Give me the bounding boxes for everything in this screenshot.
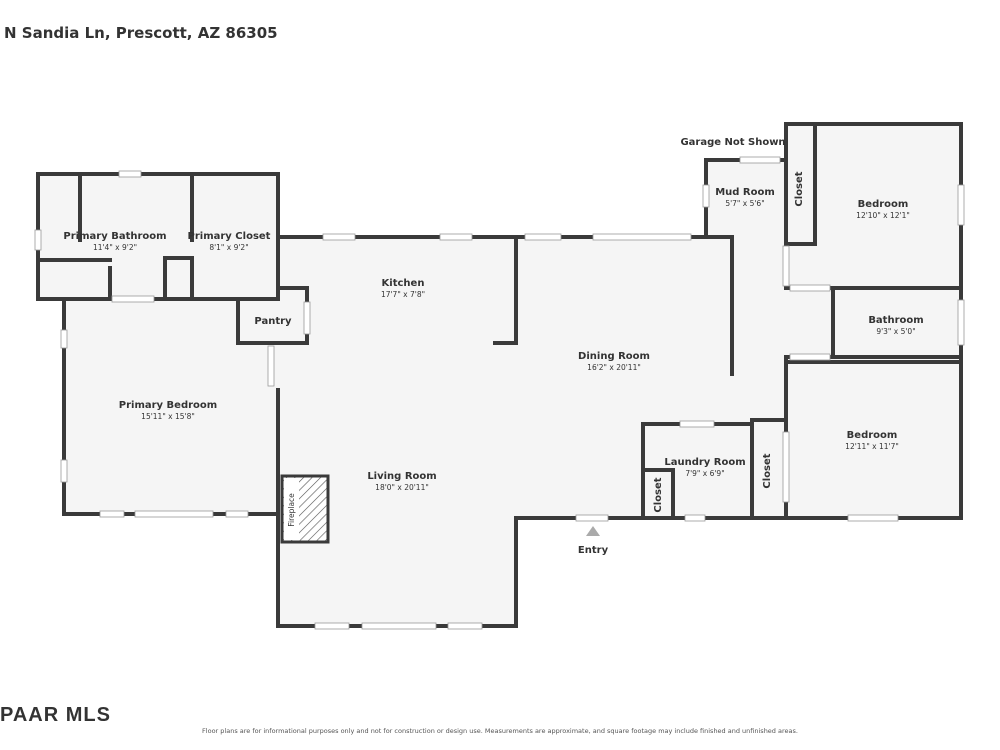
- kitchen-name: Kitchen: [382, 278, 425, 289]
- dining-room-dims: 16'2" x 20'11": [587, 363, 641, 372]
- primary-closet-dims: 8'1" x 9'2": [209, 243, 248, 252]
- address-title: N Sandia Ln, Prescott, AZ 86305: [4, 24, 278, 42]
- pantry-name: Pantry: [254, 316, 292, 327]
- laundry-room-name: Laundry Room: [664, 457, 745, 468]
- primary-bedroom-dims: 15'11" x 15'8": [141, 412, 195, 421]
- mud-room-dims: 5'7" x 5'6": [725, 199, 764, 208]
- mud-room-name: Mud Room: [715, 187, 775, 198]
- bathroom-dims: 9'3" x 5'0": [876, 327, 915, 336]
- bedroom-bottom-name: Bedroom: [847, 430, 898, 441]
- closet-laundry-name: Closet: [653, 477, 664, 512]
- primary-bathroom-name: Primary Bathroom: [63, 231, 166, 242]
- paar-mls-logo: PAAR MLS: [0, 704, 111, 726]
- kitchen-dims: 17'7" x 7'8": [381, 290, 425, 299]
- bedroom-top-name: Bedroom: [858, 199, 909, 210]
- primary-bedroom-name: Primary Bedroom: [119, 400, 217, 411]
- dining-room-name: Dining Room: [578, 351, 650, 362]
- bathroom-name: Bathroom: [868, 315, 923, 326]
- closet-bedroom-name: Closet: [762, 453, 773, 488]
- garage-note: Garage Not Shown: [680, 137, 785, 148]
- entry-arrow-icon: [586, 526, 600, 536]
- windows: [34, 156, 965, 630]
- floor-fills: [38, 124, 961, 626]
- primary-closet-name: Primary Closet: [188, 231, 271, 242]
- primary-bathroom-dims: 11'4" x 9'2": [93, 243, 137, 252]
- living-room-dims: 18'0" x 20'11": [375, 483, 429, 492]
- living-room-name: Living Room: [367, 471, 436, 482]
- entry-label: Entry: [578, 545, 609, 556]
- disclaimer-text: Floor plans are for informational purpos…: [202, 727, 798, 735]
- bedroom-top-dims: 12'10" x 12'1": [856, 211, 910, 220]
- laundry-room-dims: 7'9" x 6'9": [685, 469, 724, 478]
- closet-top-name: Closet: [794, 171, 805, 206]
- room-labels: Primary Bathroom 11'4" x 9'2" Primary Cl…: [63, 137, 923, 556]
- bedroom-bottom-dims: 12'11" x 11'7": [845, 442, 899, 451]
- fireplace-label: Fireplace: [287, 493, 296, 527]
